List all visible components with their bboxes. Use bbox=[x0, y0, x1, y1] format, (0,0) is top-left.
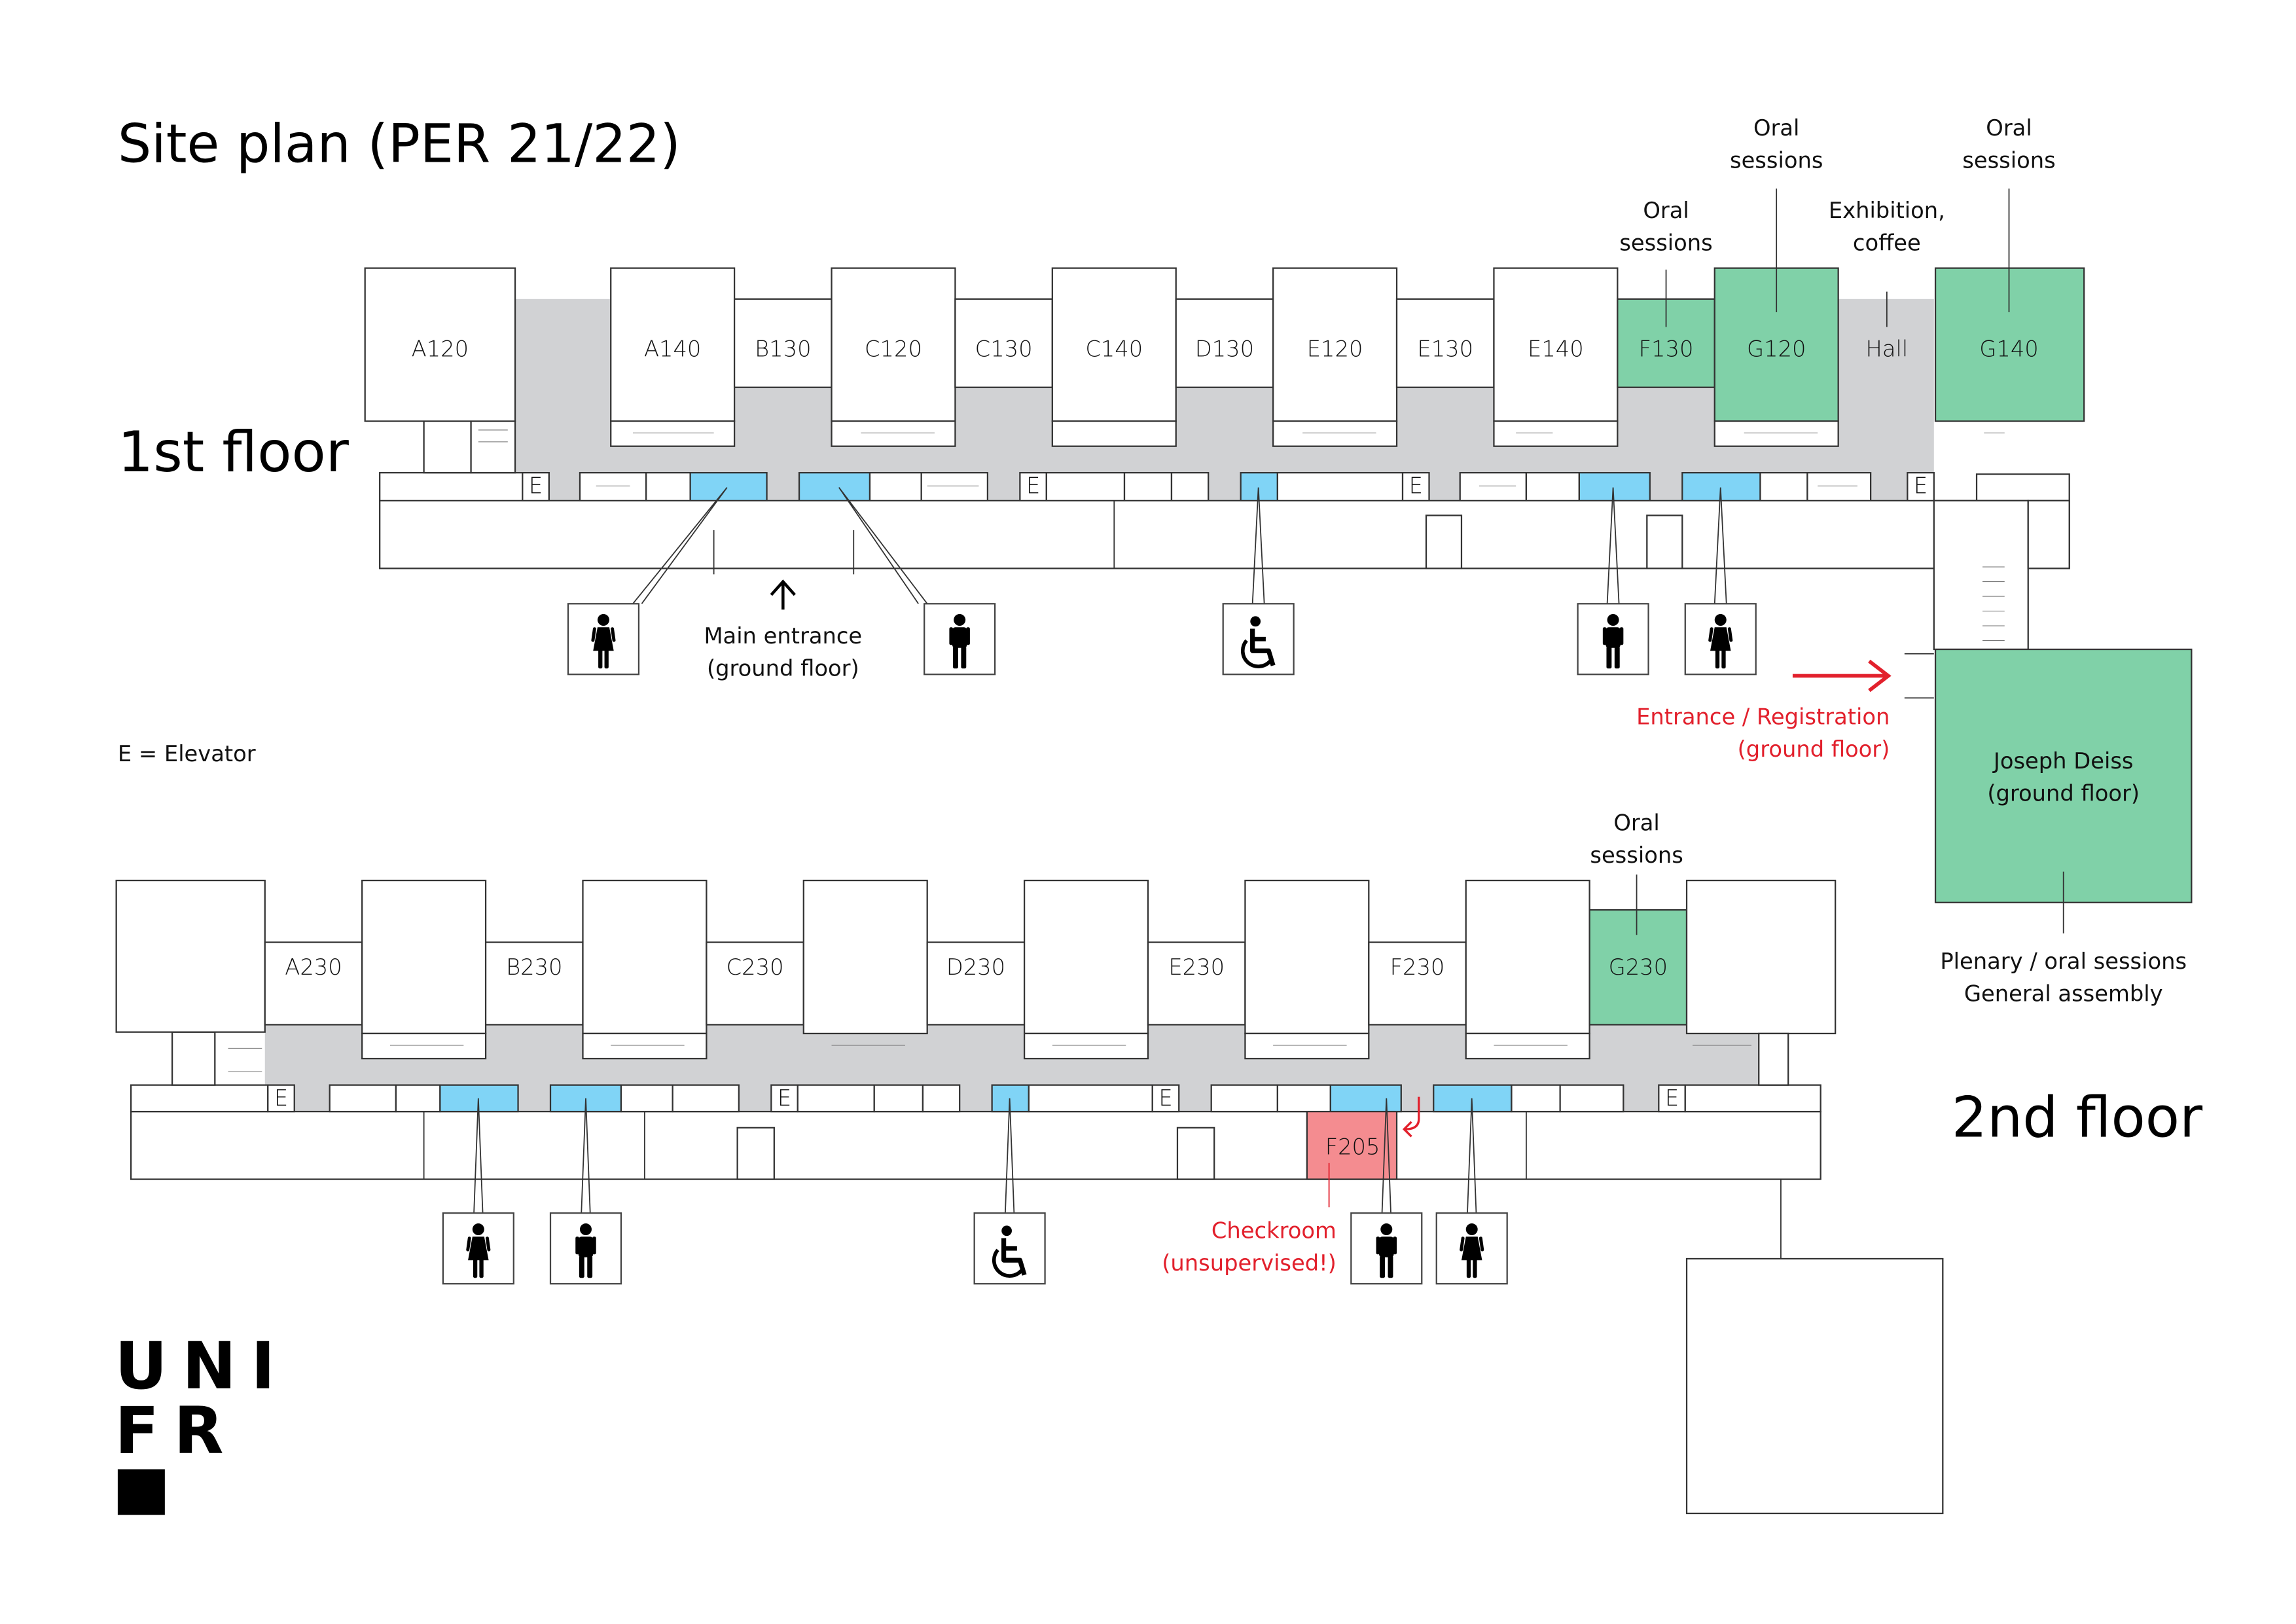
joseph-deiss-line1: Joseph Deiss bbox=[1992, 748, 2134, 774]
elevator-legend: E = Elevator bbox=[118, 741, 256, 767]
room-label: B130 bbox=[755, 336, 811, 362]
room-G140[interactable] bbox=[1934, 267, 2085, 422]
elevator-label: E bbox=[1026, 473, 1040, 499]
room-label: A120 bbox=[412, 336, 469, 362]
room-label: D230 bbox=[946, 954, 1005, 980]
entrance-arrow-icon bbox=[1792, 659, 1892, 693]
floor-2-south-wing bbox=[130, 1110, 1821, 1180]
main-entrance-line2: (ground floor) bbox=[707, 655, 859, 681]
arrow-up-icon bbox=[770, 579, 796, 610]
logo-line2: FR bbox=[115, 1394, 238, 1469]
joseph-deiss-line2: (ground floor) bbox=[1987, 781, 2140, 806]
elevator-label: E bbox=[1914, 473, 1928, 499]
checkroom-line2: (unsupervised!) bbox=[1162, 1250, 1336, 1276]
plenary-line2: General assembly bbox=[1964, 981, 2163, 1006]
room-C120[interactable] bbox=[831, 267, 956, 422]
room-label: F230 bbox=[1390, 954, 1445, 980]
room-E140[interactable] bbox=[1493, 267, 1619, 422]
room-label: E140 bbox=[1528, 336, 1584, 362]
elevator-label: E bbox=[1409, 473, 1423, 499]
room-label: G230 bbox=[1609, 954, 1668, 980]
ground-floor-annex: Joseph Deiss (ground floor) Plenary / or… bbox=[1636, 499, 2193, 1006]
room-label: A230 bbox=[285, 954, 342, 980]
annotation-f130-line1: Oral bbox=[1643, 198, 1689, 223]
room-label: F205 bbox=[1325, 1134, 1380, 1159]
unifr-logo: UNI FR bbox=[115, 1329, 289, 1515]
checkroom-arrow-icon bbox=[1402, 1096, 1420, 1138]
room-E130[interactable] bbox=[1395, 298, 1495, 388]
room-C130[interactable] bbox=[954, 298, 1053, 388]
hall-label: Hall bbox=[1865, 336, 1908, 362]
checkroom-line1: Checkroom bbox=[1211, 1218, 1336, 1244]
room-label: F130 bbox=[1639, 336, 1694, 362]
logo-square bbox=[117, 1469, 165, 1515]
entrance-registration-line1: Entrance / Registration bbox=[1636, 704, 1890, 730]
room-E120[interactable] bbox=[1272, 267, 1398, 422]
elevator-label: E bbox=[778, 1085, 791, 1111]
floor-1-plan: 1st floor E E E E bbox=[118, 115, 2085, 681]
room-C140[interactable] bbox=[1051, 267, 1177, 422]
elevator-label: E bbox=[1665, 1085, 1679, 1111]
room-D130[interactable] bbox=[1175, 298, 1274, 388]
room-C230[interactable] bbox=[706, 941, 804, 1026]
floor-2-label: 2nd floor bbox=[1952, 1085, 2203, 1150]
annotation-hall: Exhibition,coffee bbox=[1829, 198, 1945, 255]
main-entrance-line1: Main entrance bbox=[704, 623, 862, 649]
room-label: B230 bbox=[506, 954, 562, 980]
south-annex-block bbox=[1685, 1257, 1944, 1515]
room-A230[interactable] bbox=[264, 941, 363, 1026]
room-label: C230 bbox=[726, 954, 784, 980]
room-label: D130 bbox=[1195, 336, 1254, 362]
restroom-men-2f-b bbox=[1329, 1084, 1402, 1113]
room-F230[interactable] bbox=[1368, 941, 1467, 1026]
restroom-men-1f-a bbox=[798, 472, 871, 502]
room-label: G140 bbox=[1979, 336, 2039, 362]
room-E230[interactable] bbox=[1147, 941, 1246, 1026]
restroom-women-1f-a bbox=[689, 472, 768, 502]
logo-line1: UNI bbox=[115, 1329, 289, 1404]
room-label: C120 bbox=[865, 336, 922, 362]
room-label: E230 bbox=[1168, 954, 1225, 980]
restroom-men-1f-b bbox=[1578, 472, 1651, 502]
room-label: C140 bbox=[1085, 336, 1143, 362]
elevator-label: E bbox=[1158, 1085, 1172, 1111]
floor-2-plan: 2nd floor E E E E bbox=[115, 810, 2203, 1515]
floor-1-south-wing bbox=[379, 499, 2070, 569]
room-B230[interactable] bbox=[484, 941, 584, 1026]
annotation-f130-line2: sessions bbox=[1619, 230, 1712, 256]
room-label: E120 bbox=[1307, 336, 1363, 362]
entrance-registration-line2: (ground floor) bbox=[1738, 736, 1890, 762]
elevator-label: E bbox=[274, 1085, 288, 1111]
room-label: C130 bbox=[975, 336, 1033, 362]
room-joseph-deiss[interactable] bbox=[1934, 648, 2193, 903]
elevator-label: E bbox=[529, 473, 543, 499]
room-A120[interactable] bbox=[364, 267, 516, 422]
room-label: A140 bbox=[644, 336, 701, 362]
room-label: G120 bbox=[1747, 336, 1806, 362]
page-title: Site plan (PER 21/22) bbox=[118, 114, 681, 175]
room-F205-checkroom[interactable] bbox=[1306, 1110, 1398, 1180]
room-label: E130 bbox=[1417, 336, 1473, 362]
plenary-line1: Plenary / oral sessions bbox=[1940, 948, 2187, 974]
room-D230[interactable] bbox=[926, 941, 1026, 1026]
floor-1-label: 1st floor bbox=[118, 420, 350, 485]
